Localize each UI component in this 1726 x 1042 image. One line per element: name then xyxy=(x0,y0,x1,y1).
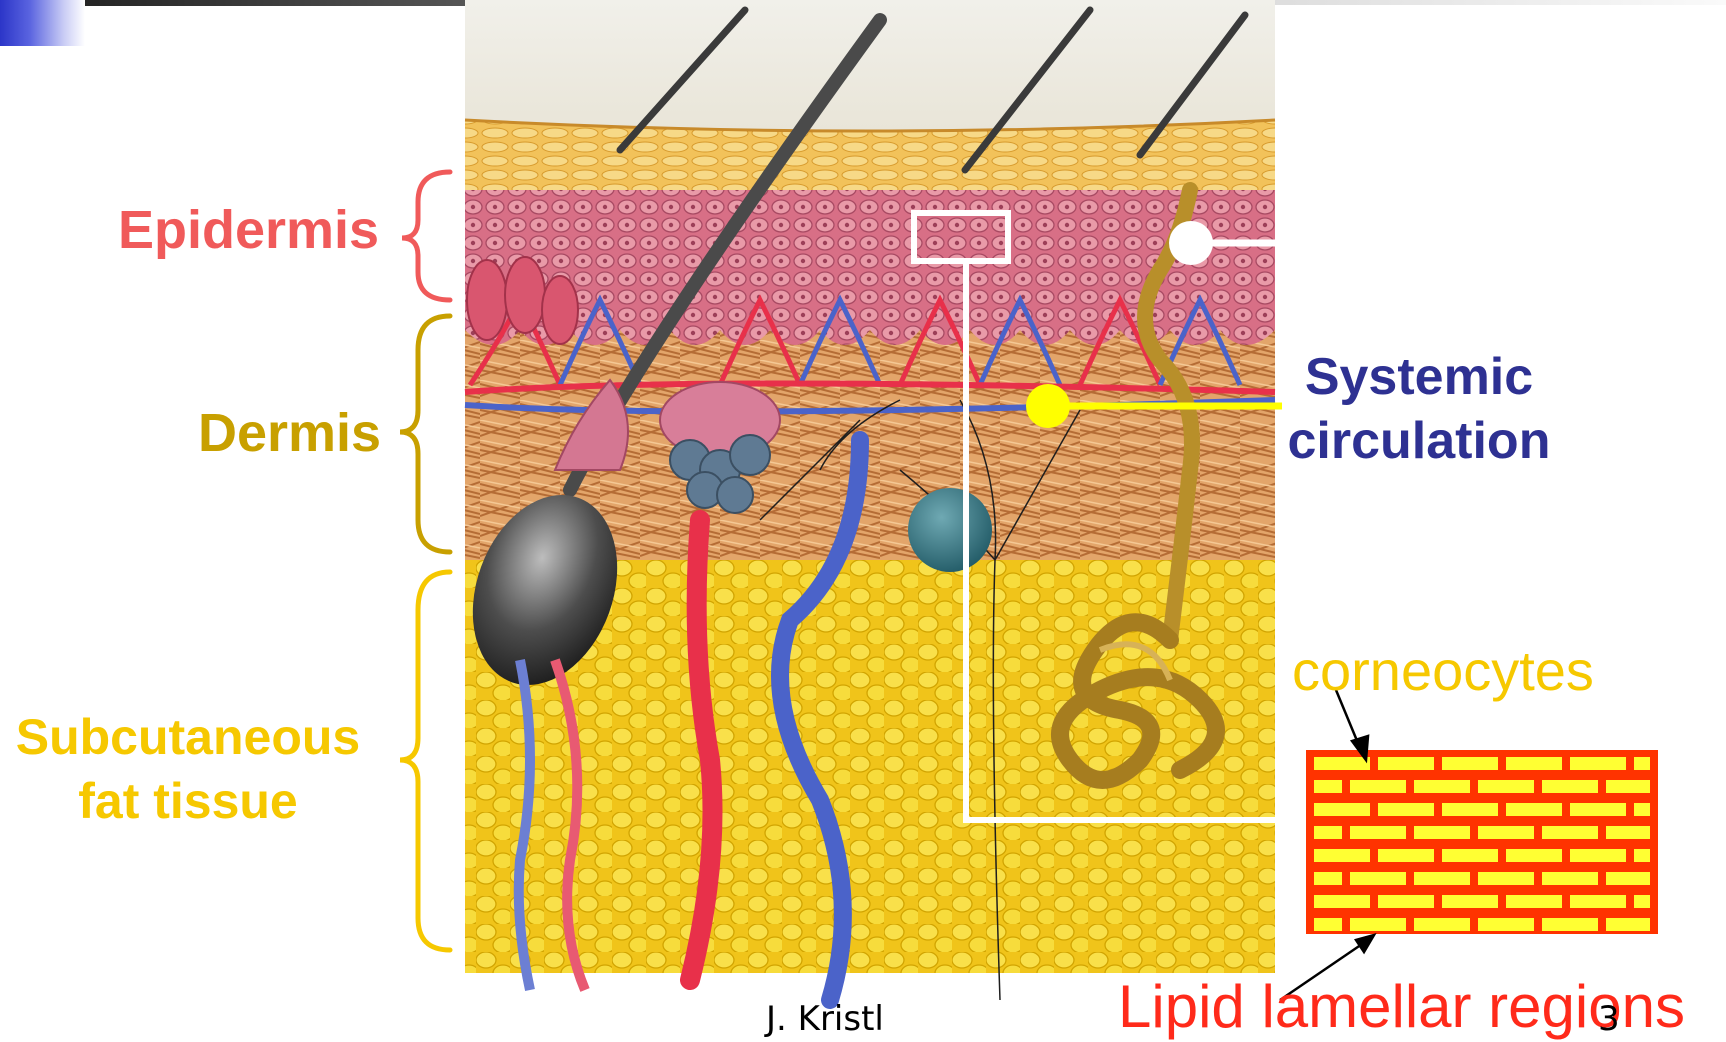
corneocyte-brick xyxy=(1570,849,1626,862)
corneocyte-brick xyxy=(1506,849,1562,862)
corneocyte-brick xyxy=(1350,826,1406,839)
dermis-label: Dermis xyxy=(198,402,381,464)
corneocyte-brick xyxy=(1542,918,1598,931)
corneocyte-brick xyxy=(1414,872,1470,885)
corneocyte-brick xyxy=(1606,872,1650,885)
corneocyte-brick xyxy=(1442,757,1498,770)
corneocyte-brick xyxy=(1570,757,1626,770)
corneocyte-brick xyxy=(1314,826,1342,839)
corneocyte-brick xyxy=(1414,826,1470,839)
corneocyte-brick xyxy=(1314,918,1342,931)
corneocyte-brick xyxy=(1506,757,1562,770)
corneocyte-brick xyxy=(1606,780,1650,793)
corneocyte-brick xyxy=(1378,849,1434,862)
corneocyte-brick xyxy=(1442,803,1498,816)
corneocyte-brick xyxy=(1378,757,1434,770)
subcutaneous-label: Subcutaneous fat tissue xyxy=(0,705,376,833)
subcutaneous-label-line2: fat tissue xyxy=(0,769,376,833)
corneocyte-brick xyxy=(1314,757,1370,770)
corneocyte-brick xyxy=(1634,849,1650,862)
corneocyte-brick xyxy=(1414,780,1470,793)
author-footer: J. Kristl xyxy=(766,999,884,1039)
brick-mortar-model xyxy=(1306,750,1658,934)
corneocyte-brick xyxy=(1478,872,1534,885)
corneocyte-brick xyxy=(1442,895,1498,908)
corneocyte-brick xyxy=(1506,803,1562,816)
corneocyte-brick xyxy=(1414,918,1470,931)
corneocytes-label: corneocytes xyxy=(1292,638,1594,703)
skin-cross-section xyxy=(448,0,1275,1000)
corneocyte-brick xyxy=(1634,757,1650,770)
subcutaneous-label-line1: Subcutaneous xyxy=(0,705,376,769)
corneocyte-brick xyxy=(1442,849,1498,862)
corneocyte-brick xyxy=(1314,895,1370,908)
epidermis-label: Epidermis xyxy=(118,199,379,261)
corneocyte-brick xyxy=(1350,780,1406,793)
corneocyte-brick xyxy=(1350,872,1406,885)
corneocyte-brick xyxy=(1506,895,1562,908)
systemic-label-line1: Systemic xyxy=(1284,345,1554,409)
corneocyte-brick xyxy=(1478,918,1534,931)
corneocyte-brick xyxy=(1570,895,1626,908)
layer-braces xyxy=(400,172,450,950)
corneocyte-brick xyxy=(1606,918,1650,931)
corneocyte-brick xyxy=(1378,803,1434,816)
corneocyte-brick xyxy=(1478,826,1534,839)
corneocyte-brick xyxy=(1314,780,1342,793)
corneocyte-brick xyxy=(1542,780,1598,793)
corneocyte-brick xyxy=(1378,895,1434,908)
corneocyte-brick xyxy=(1314,803,1370,816)
corneocyte-brick xyxy=(1314,872,1342,885)
corneocyte-brick xyxy=(1542,872,1598,885)
corneocyte-brick xyxy=(1478,780,1534,793)
corneocyte-brick xyxy=(1606,826,1650,839)
systemic-circulation-label: Systemic circulation xyxy=(1284,345,1554,473)
corneocyte-brick xyxy=(1350,918,1406,931)
corneocyte-brick xyxy=(1314,849,1370,862)
corneocyte-brick xyxy=(1570,803,1626,816)
page-number: 3 xyxy=(1598,999,1620,1039)
corneocyte-brick xyxy=(1634,803,1650,816)
corneocyte-brick xyxy=(1542,826,1598,839)
systemic-label-line2: circulation xyxy=(1284,409,1554,473)
corneocyte-brick xyxy=(1634,895,1650,908)
